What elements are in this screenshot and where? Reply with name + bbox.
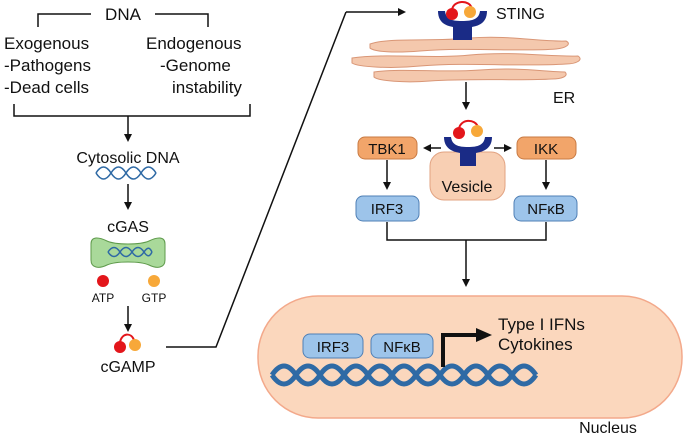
transcription-start-arrow xyxy=(441,333,478,367)
cgamp-label: cGAMP xyxy=(100,359,155,376)
endogenous-item-genome: -Genome xyxy=(160,56,231,75)
exogenous-title: Exogenous xyxy=(4,34,89,53)
sting-vesicle-icon xyxy=(444,119,492,166)
nucleus-irf3-box xyxy=(302,333,364,359)
endogenous-item-instability: instability xyxy=(172,78,242,97)
dna-header: DNA xyxy=(105,5,142,24)
cgas-dna-helix-icon xyxy=(107,246,153,258)
nfkb-label: NFκB xyxy=(527,201,565,218)
tbk1-label: TBK1 xyxy=(368,141,406,158)
cgas-label: cGAS xyxy=(107,219,149,236)
er-membrane-shape xyxy=(351,36,581,83)
transcription-arrowhead xyxy=(476,328,492,342)
atp-dot-icon xyxy=(97,275,109,287)
tbk1-box xyxy=(357,136,418,160)
atp-label: ATP xyxy=(92,291,114,305)
converging-connector xyxy=(386,222,547,241)
cytosolic-dna-helix-icon xyxy=(95,166,157,180)
exogenous-item-dead-cells: -Dead cells xyxy=(4,78,89,97)
nucleus-dna-helix-icon xyxy=(269,363,539,387)
vesicle-label: Vesicle xyxy=(442,179,493,196)
cgamp-molecule-icon xyxy=(114,333,141,353)
nucleus-label: Nucleus xyxy=(579,420,637,436)
output-cytokines: Cytokines xyxy=(498,335,573,354)
sting-receptor-icon xyxy=(438,1,487,40)
gtp-dot-icon xyxy=(148,275,160,287)
irf3-label: IRF3 xyxy=(371,201,404,218)
sting-label: STING xyxy=(496,6,545,23)
dna-source-bracket xyxy=(37,13,209,27)
endogenous-title: Endogenous xyxy=(146,34,241,53)
cytosolic-dna-label: Cytosolic DNA xyxy=(76,150,179,167)
cgamp-to-sting-connector xyxy=(166,11,347,348)
nucleus-shape xyxy=(257,295,683,419)
er-label: ER xyxy=(553,90,575,107)
nucleus-nfkb-box xyxy=(370,333,434,359)
irf3-box xyxy=(355,195,420,222)
output-type-i-ifns: Type I IFNs xyxy=(498,315,585,334)
dna-source-bottom-bracket xyxy=(13,104,251,117)
cgas-enzyme-shape xyxy=(90,237,166,268)
exogenous-item-pathogens: -Pathogens xyxy=(4,56,91,75)
nfkb-box xyxy=(513,195,578,222)
nucleus-nfkb-label: NFκB xyxy=(383,339,421,356)
gtp-label: GTP xyxy=(142,291,167,305)
nucleus-irf3-label: IRF3 xyxy=(317,339,350,356)
ikk-label: IKK xyxy=(534,141,558,158)
ikk-box xyxy=(516,136,577,160)
